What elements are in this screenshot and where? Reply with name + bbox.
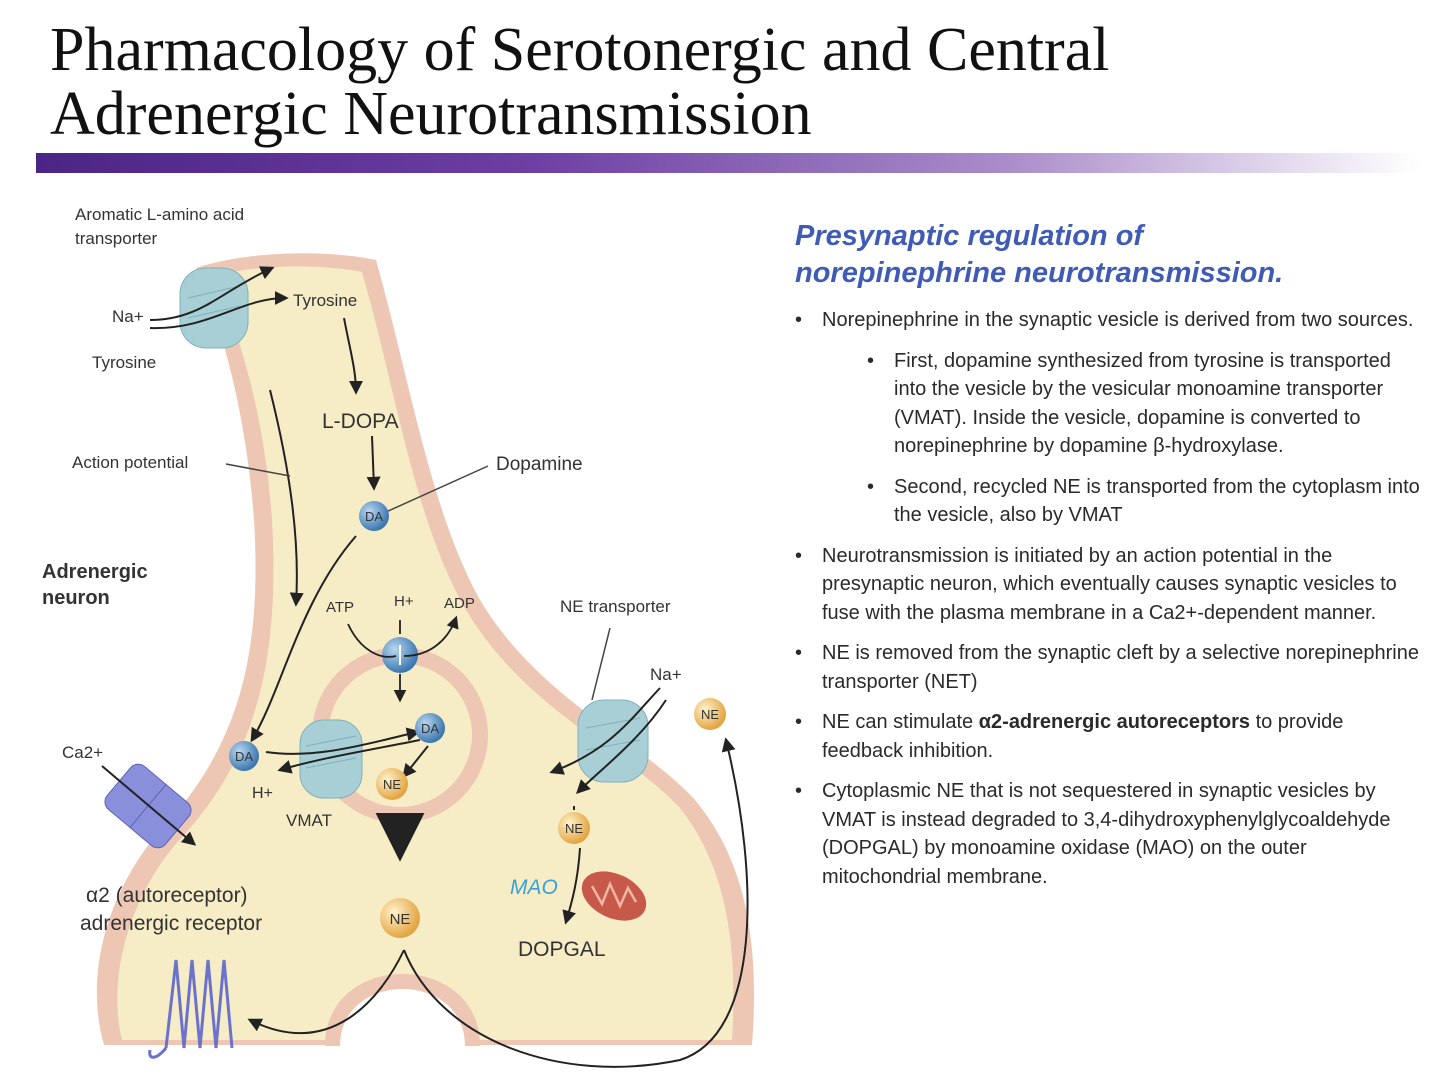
page-title: Pharmacology of Serotonergic and Central… <box>50 18 1350 146</box>
label-tyrosine-inside: Tyrosine <box>293 291 357 310</box>
label-ne-transporter: NE transporter <box>560 597 671 616</box>
label-na-right: Na+ <box>650 665 682 684</box>
ne-molecule: NE <box>694 698 726 730</box>
adrenergic-neuron-diagram: DA DA DA NE NE NE NE Aromatic L-amino ac… <box>42 205 755 1068</box>
label-aromatic-transporter-2: transporter <box>75 229 158 248</box>
bullet-autoreceptors: NE can stimulate α2-adrenergic autorecep… <box>795 708 1420 765</box>
label-dopgal: DOPGAL <box>518 938 606 961</box>
text-panel: Presynaptic regulation of norepinephrine … <box>795 218 1420 903</box>
label-l-dopa: L-DOPA <box>322 410 399 433</box>
panel-heading-line-2: norepinephrine neurotransmission. <box>795 257 1284 289</box>
svg-text:NE: NE <box>383 777 401 792</box>
label-h-plus-low: H+ <box>252 785 273 802</box>
da-molecule: DA <box>229 741 259 771</box>
label-tyrosine-outside: Tyrosine <box>92 353 156 372</box>
svg-text:NE: NE <box>701 707 719 722</box>
da-molecule: DA <box>359 501 389 531</box>
label-neuron: neuron <box>42 587 110 609</box>
label-dopamine: Dopamine <box>496 454 583 475</box>
label-na: Na+ <box>112 307 144 326</box>
bullet-mao-degradation: Cytoplasmic NE that is not sequestered i… <box>795 777 1420 891</box>
vmat-transporter <box>299 719 363 799</box>
svg-text:DA: DA <box>421 721 439 736</box>
label-alpha2-1: α2 (autoreceptor) <box>86 884 248 907</box>
label-action-potential: Action potential <box>72 453 188 472</box>
ne-molecule: NE <box>376 768 408 800</box>
bullet-ne-sources: Norepinephrine in the synaptic vesicle i… <box>795 306 1420 335</box>
label-atp: ATP <box>326 599 354 616</box>
title-underline-bar <box>36 153 1420 173</box>
label-vmat: VMAT <box>286 811 332 830</box>
title-line-2: Adrenergic Neurotransmission <box>50 80 812 148</box>
synaptic-cleft <box>340 989 465 1046</box>
bullet-action-potential: Neurotransmission is initiated by an act… <box>795 542 1420 628</box>
ne-molecule: NE <box>380 898 420 938</box>
panel-heading-line-1: Presynaptic regulation of <box>795 220 1144 252</box>
bullet-net-removal: NE is removed from the synaptic cleft by… <box>795 639 1420 696</box>
da-molecule: DA <box>415 713 445 743</box>
label-aromatic-transporter-1: Aromatic L-amino acid <box>75 205 244 224</box>
ne-molecule: NE <box>558 812 590 844</box>
bullet-second-source: Second, recycled NE is transported from … <box>867 473 1420 530</box>
label-mao: MAO <box>510 876 558 899</box>
panel-heading: Presynaptic regulation of norepinephrine … <box>795 218 1420 292</box>
label-adp: ADP <box>444 595 475 612</box>
label-h-plus: H+ <box>394 593 414 610</box>
label-ca: Ca2+ <box>62 743 103 762</box>
svg-text:NE: NE <box>565 821 583 836</box>
bullet-first-source: First, dopamine synthesized from tyrosin… <box>867 347 1420 461</box>
title-line-1: Pharmacology of Serotonergic and Central <box>50 16 1110 84</box>
synaptic-vesicle <box>328 663 472 807</box>
aromatic-transporter <box>179 267 249 349</box>
label-alpha2-2: adrenergic receptor <box>80 912 262 935</box>
label-adrenergic: Adrenergic <box>42 561 148 583</box>
svg-text:DA: DA <box>235 749 253 764</box>
svg-text:DA: DA <box>365 509 383 524</box>
svg-text:NE: NE <box>390 911 411 928</box>
mitochondrion <box>581 871 647 921</box>
alpha2-receptor <box>148 959 234 1059</box>
